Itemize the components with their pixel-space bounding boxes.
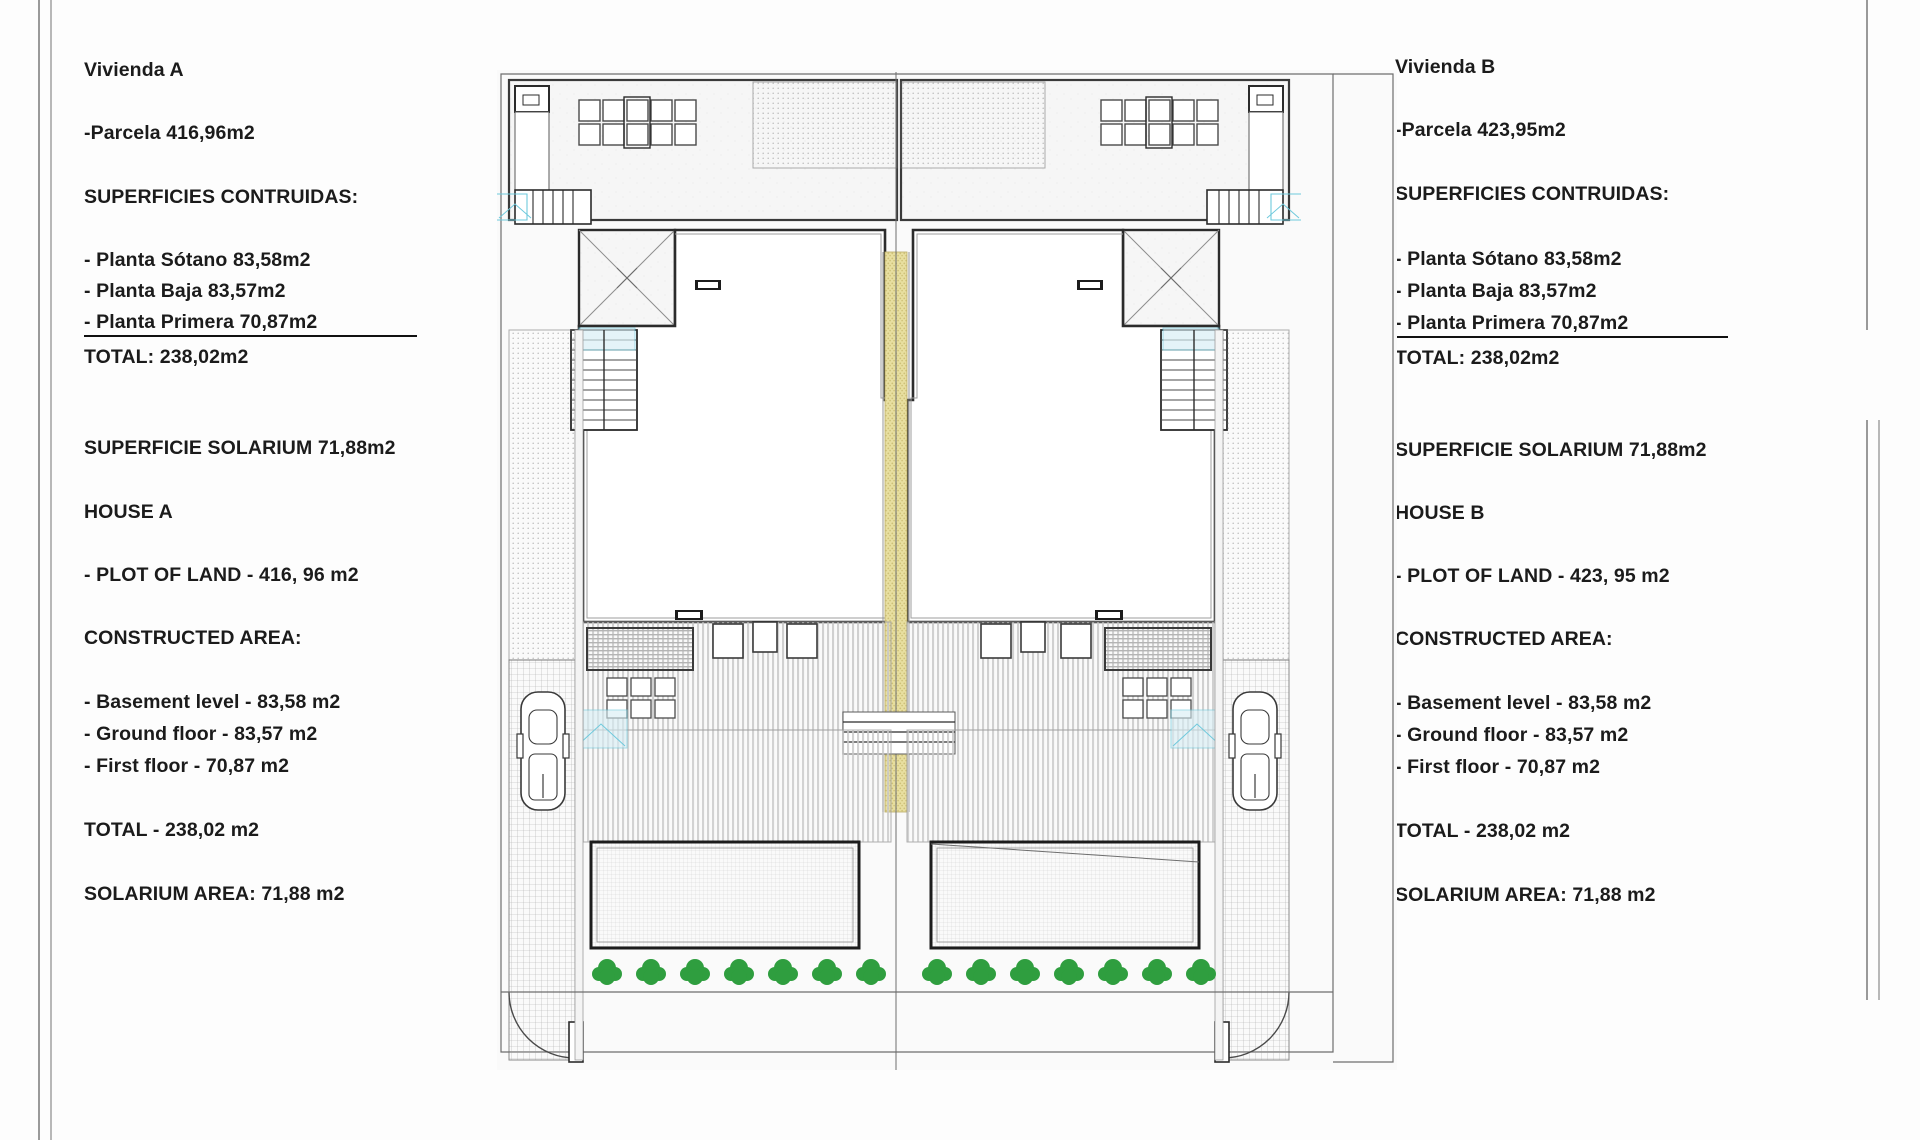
right-margin-rule-inner-lower: [1878, 420, 1880, 1000]
house-a-solarium: SUPERFICIE SOLARIUM 71,88m2: [84, 437, 396, 459]
house-a-solarium-en: SOLARIUM AREA: 71,88 m2: [84, 883, 345, 905]
house-a-first-en: - First floor - 70,87 m2: [84, 755, 290, 777]
house-b-title-en: HOUSE B: [1395, 502, 1485, 524]
house-a-title-en: HOUSE A: [84, 501, 173, 523]
car-b: [1228, 691, 1282, 811]
house-b-total: TOTAL: 238,02m2: [1395, 347, 1560, 369]
hedge-row: [592, 959, 1216, 985]
solarium-level: [497, 78, 1301, 225]
side-strip-a: [574, 329, 584, 1061]
house-a-plot-en: - PLOT OF LAND - 416, 96 m2: [84, 564, 359, 586]
house-a-total-en: TOTAL - 238,02 m2: [84, 819, 260, 841]
house-b-solarium: SUPERFICIE SOLARIUM 71,88m2: [1395, 439, 1707, 461]
house-b-total-en: TOTAL - 238,02 m2: [1395, 820, 1571, 842]
house-a-basement-en: - Basement level - 83,58 m2: [84, 691, 341, 713]
house-a-basement: - Planta Sótano 83,58m2: [84, 249, 311, 271]
car-a: [516, 691, 570, 811]
house-a-ground: - Planta Baja 83,57m2: [84, 280, 286, 302]
house-a-ground-en: - Ground floor - 83,57 m2: [84, 723, 318, 745]
terrace-a: [582, 621, 892, 731]
right-margin-rule-upper: [1866, 0, 1868, 330]
left-margin-rule-outer: [38, 0, 40, 1140]
house-b-first: - Planta Primera 70,87m2: [1395, 312, 1729, 339]
house-b-basement-en: - Basement level - 83,58 m2: [1395, 692, 1652, 714]
solarium-stair-b: [1206, 189, 1301, 225]
house-b-solarium-en: SOLARIUM AREA: 71,88 m2: [1395, 884, 1656, 906]
floor-plan-drawing: [487, 62, 1407, 1082]
solar-panel-grid-a: [578, 96, 697, 149]
house-b-plot-en: - PLOT OF LAND - 423, 95 m2: [1395, 565, 1670, 587]
house-b-ground: - Planta Baja 83,57m2: [1395, 280, 1597, 302]
driveway-a: [508, 329, 628, 1063]
house-b-areas-heading: SUPERFICIES CONTRUIDAS:: [1395, 183, 1670, 205]
garden-decking: [582, 729, 1216, 843]
house-b-basement: - Planta Sótano 83,58m2: [1395, 248, 1622, 270]
house-b-ground-en: - Ground floor - 83,57 m2: [1395, 724, 1629, 746]
house-a-total: TOTAL: 238,02m2: [84, 346, 249, 368]
house-b-plot: -Parcela 423,95m2: [1395, 119, 1566, 141]
pool-a: [589, 840, 861, 950]
solarium-stair-a: [497, 189, 592, 225]
house-b-title: Vivienda B: [1395, 56, 1496, 78]
house-b-first-en: - First floor - 70,87 m2: [1395, 756, 1601, 778]
house-b-body: [905, 228, 1228, 624]
house-a-title: Vivienda A: [84, 59, 184, 81]
driveway-b: [1170, 329, 1290, 1063]
house-a-body: [570, 228, 893, 624]
side-strip-b: [1214, 329, 1224, 1061]
left-margin-rule-inner: [50, 0, 52, 1140]
pool-b: [929, 840, 1201, 950]
solar-panel-grid-b: [1100, 96, 1219, 149]
house-a-first: - Planta Primera 70,87m2: [84, 311, 418, 338]
house-a-areas-heading: SUPERFICIES CONTRUIDAS:: [84, 186, 359, 208]
right-margin-rule-lower: [1866, 420, 1868, 1000]
house-a-plot: -Parcela 416,96m2: [84, 122, 255, 144]
house-a-areas-heading-en: CONSTRUCTED AREA:: [84, 627, 302, 649]
house-b-areas-heading-en: CONSTRUCTED AREA:: [1395, 628, 1613, 650]
